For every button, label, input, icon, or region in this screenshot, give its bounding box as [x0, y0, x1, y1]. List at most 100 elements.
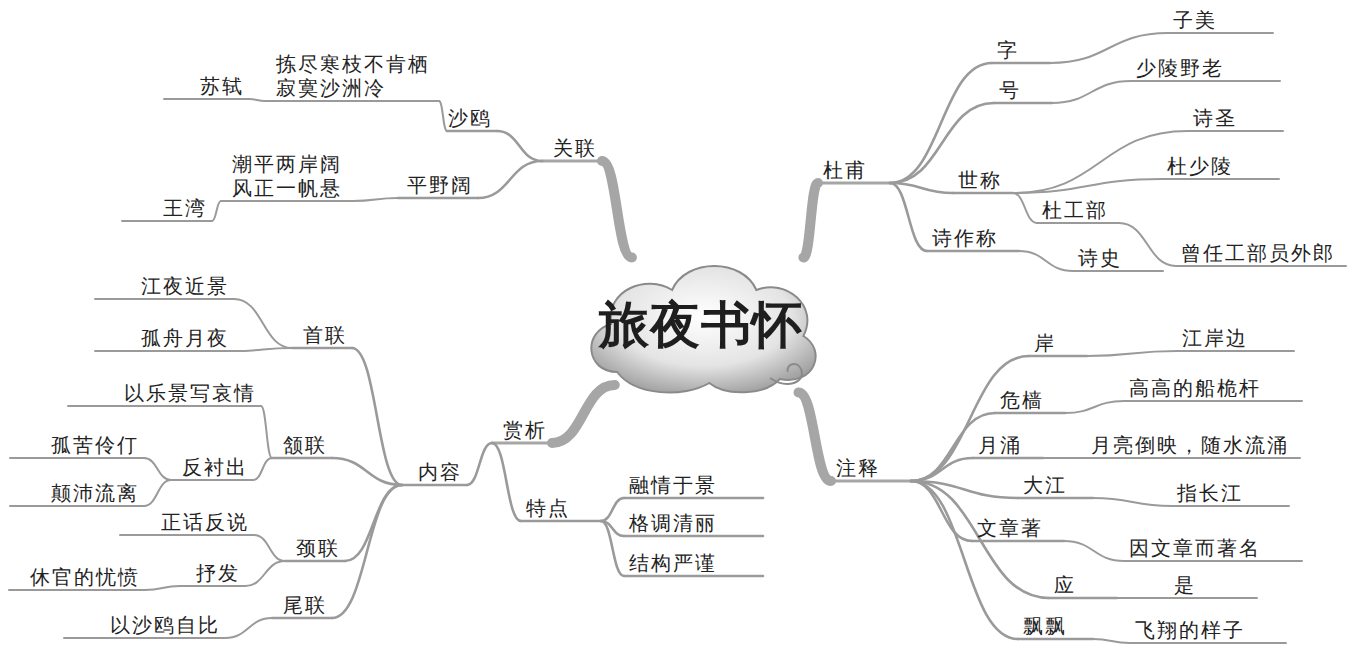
- branch-topic: 孤苦伶仃: [50, 433, 140, 457]
- branch-line: [120, 535, 285, 561]
- branch-line: [1065, 401, 1302, 413]
- branch-line: [1013, 131, 1283, 193]
- topic-text: 诗史: [1077, 246, 1123, 270]
- branch-line: [398, 161, 542, 198]
- topic-text: 关联: [552, 136, 598, 160]
- topic-text: 尾联: [282, 593, 328, 617]
- topic-text: 杜甫: [822, 158, 868, 182]
- branch-topic: 号: [998, 78, 1022, 102]
- branch-line: [1043, 458, 1300, 459]
- branch-line: [180, 561, 285, 586]
- topic-text: 应: [1053, 573, 1077, 597]
- topic-text: 月亮倒映，随水流涌: [1090, 433, 1290, 457]
- branch-line: [1013, 179, 1279, 193]
- topic-text: 颈联: [295, 536, 341, 560]
- branch-topic: 以乐景写哀情: [123, 381, 257, 405]
- topic-text: 指长江: [1176, 481, 1244, 505]
- topic-text: 内容: [417, 460, 463, 484]
- branch-line: [265, 101, 447, 131]
- topic-text: 苏轼: [199, 74, 245, 98]
- branch-line: [890, 183, 1019, 251]
- branch-topic: 江岸边: [1181, 326, 1249, 350]
- branch-topic: 以沙鸥自比: [109, 613, 221, 637]
- central-topic: 旅夜书怀: [578, 250, 823, 400]
- branch-line: [799, 393, 912, 482]
- topic-text: 因文章而著名: [1128, 536, 1262, 560]
- topic-text: 以沙鸥自比: [109, 613, 221, 637]
- topic-text: 特点: [525, 496, 571, 520]
- branch-topic: 大江: [1022, 473, 1068, 497]
- branch-line: [492, 443, 601, 521]
- topic-text: 首联: [302, 323, 348, 347]
- branch-line: [911, 413, 1065, 481]
- branch-topic: 王湾: [162, 196, 208, 220]
- branch-topic: 颈联: [295, 536, 341, 560]
- topic-text: 飘飘: [1022, 614, 1068, 638]
- branch-topic: 子美: [1172, 8, 1218, 32]
- topic-text: 江岸边: [1181, 326, 1249, 350]
- topic-text: 文章著: [976, 516, 1044, 540]
- topic-text: 诗圣: [1192, 106, 1238, 130]
- branch-topic: 危樯: [999, 388, 1045, 412]
- branch-line: [1119, 223, 1346, 266]
- branch-line: [10, 480, 171, 506]
- topic-text: 孤苦伶仃: [50, 433, 140, 457]
- branch-topic: 飘飘: [1022, 614, 1068, 638]
- topic-text: 注释: [835, 456, 881, 480]
- topic-text: 潮平两岸阔 风正一帆悬: [231, 152, 349, 200]
- topic-text: 平野阔: [406, 173, 474, 197]
- topic-text: 高高的船桅杆: [1128, 376, 1262, 400]
- topic-text: 反衬出: [181, 455, 249, 479]
- branch-line: [272, 458, 402, 485]
- branch-topic: 诗史: [1077, 246, 1123, 270]
- branch-topic: 沙鸥: [447, 106, 493, 130]
- branch-topic: 注释: [835, 456, 881, 480]
- topic-text: 结构严谨: [628, 551, 718, 575]
- branch-topic: 曾任工部员外郎: [1180, 241, 1336, 265]
- topic-text: 子美: [1172, 8, 1218, 32]
- topic-text: 沙鸥: [447, 106, 493, 130]
- branch-line: [911, 481, 1093, 639]
- branch-line: [492, 385, 615, 443]
- topic-text: 颔联: [282, 433, 328, 457]
- branch-topic: 世称: [957, 168, 1003, 192]
- branch-line: [803, 183, 890, 258]
- topic-text: 休官的忧愤: [29, 565, 141, 589]
- branch-topic: 应: [1053, 573, 1077, 597]
- branch-line: [164, 99, 265, 101]
- branch-topic: 因文章而著名: [1128, 536, 1262, 560]
- branch-topic: 字: [996, 38, 1020, 62]
- topic-text: 拣尽寒枝不肯栖 寂寞沙洲冷: [275, 52, 435, 100]
- branch-line: [911, 481, 1117, 598]
- branch-topic: 首联: [302, 323, 348, 347]
- branch-topic: 文章著: [976, 516, 1044, 540]
- branch-topic: 颠沛流离: [50, 481, 140, 505]
- topic-text: 大江: [1022, 473, 1068, 497]
- branch-topic: 融情于景: [628, 473, 718, 497]
- branch-topic: 月亮倒映，随水流涌: [1090, 433, 1290, 457]
- branch-topic: 颔联: [282, 433, 328, 457]
- topic-text: 格调清丽: [628, 511, 718, 535]
- branch-topic: 特点: [525, 496, 571, 520]
- branch-topic: 是: [1173, 573, 1197, 597]
- topic-text: 融情于景: [628, 473, 718, 497]
- central-title: 旅夜书怀: [598, 295, 804, 355]
- branch-line: [292, 348, 402, 485]
- topic-text: 世称: [957, 168, 1003, 192]
- branch-topic: 正话反说: [160, 510, 250, 534]
- branch-topic: 飞翔的样子: [1134, 618, 1246, 642]
- branch-topic: 平野阔: [406, 173, 474, 197]
- branch-topic: 岸: [1033, 331, 1057, 355]
- topic-text: 抒发: [195, 561, 241, 585]
- branch-topic: 赏析: [502, 418, 548, 442]
- branch-line: [1087, 351, 1294, 356]
- branch-topic: 尾联: [282, 593, 328, 617]
- topic-text: 危樯: [999, 388, 1045, 412]
- branch-topic: 孤舟月夜: [140, 326, 230, 350]
- topic-text: 诗作称: [931, 226, 999, 250]
- branch-line: [542, 161, 632, 258]
- branch-line: [1013, 193, 1119, 223]
- branch-line: [911, 356, 1087, 481]
- topic-text: 字: [996, 38, 1020, 62]
